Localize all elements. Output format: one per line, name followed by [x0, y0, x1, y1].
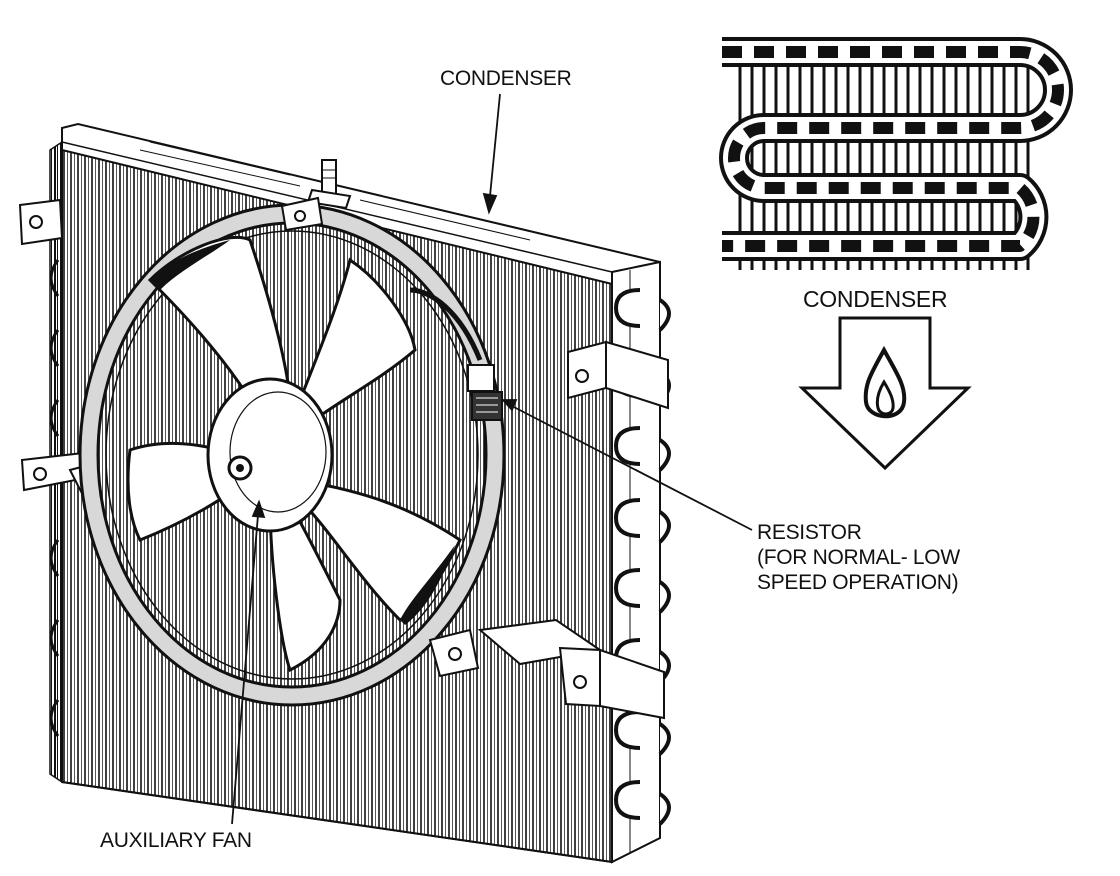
- auxiliary-fan-label: AUXILIARY FAN: [100, 829, 252, 852]
- left-bracket-top: [18, 198, 64, 246]
- shroud-tabs: [280, 196, 480, 678]
- resistor-component: [409, 287, 503, 421]
- right-bracket-bottom: [477, 618, 665, 720]
- flame-icon: [863, 345, 907, 419]
- blade-shadows: [150, 240, 455, 625]
- left-tube-bends: [49, 259, 60, 737]
- schematic-tube: [719, 37, 1073, 261]
- condenser-label: CONDENSER: [440, 67, 572, 90]
- resistor-label-line-3: SPEED OPERATION): [757, 571, 959, 595]
- condenser-schematic: [719, 37, 1073, 270]
- resistor-label-line-1: RESISTOR: [757, 521, 862, 544]
- resistor-label-line-2: (FOR NORMAL- LOW: [757, 546, 960, 570]
- leader-lines: [231, 93, 753, 825]
- fan-hub: [206, 377, 334, 533]
- right-bracket-top: [567, 340, 669, 410]
- condenser-schematic-label: CONDENSER: [803, 286, 948, 312]
- resistor-label: RESISTOR (FOR NORMAL- LOW SPEED OPERATIO…: [757, 520, 960, 596]
